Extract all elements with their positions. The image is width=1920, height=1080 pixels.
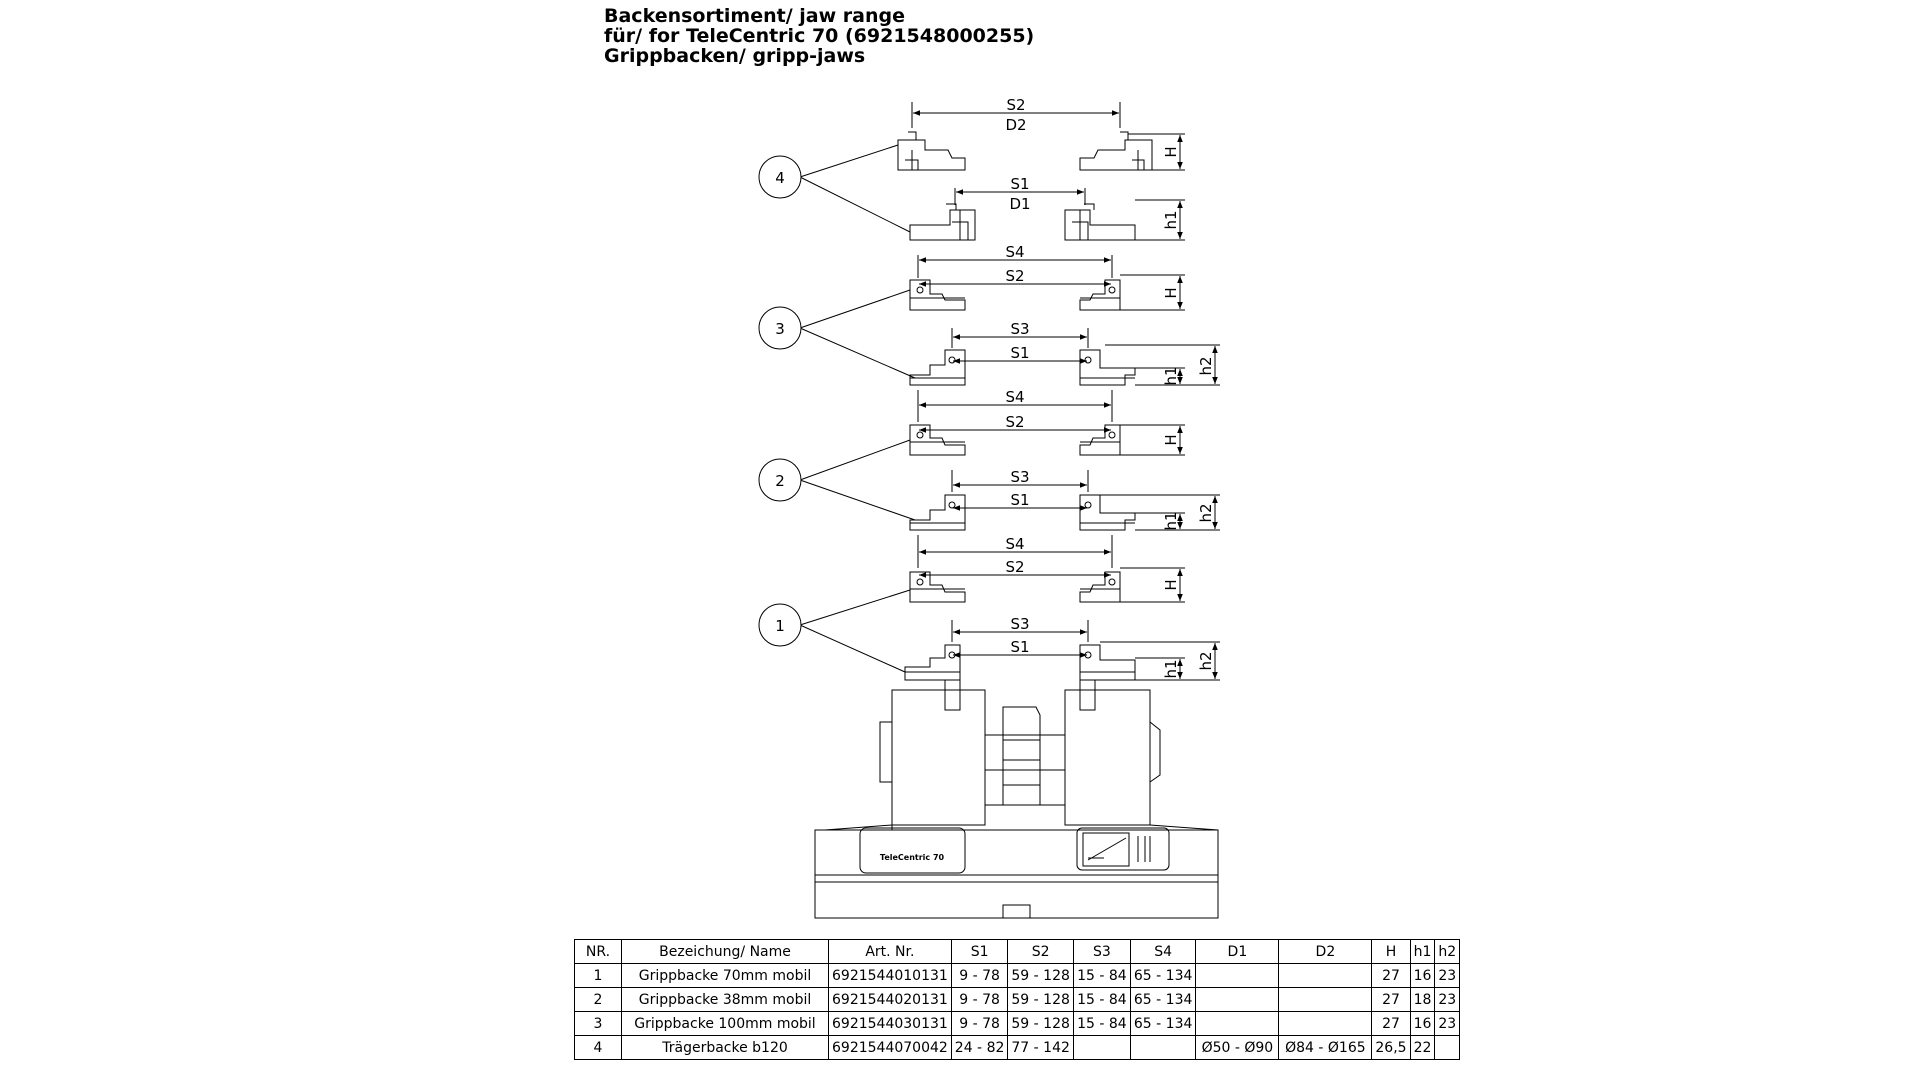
table-row: 1 Grippbacke 70mm mobil 6921544010131 9 … [574,963,1461,988]
dim-label-d1: D1 [1009,195,1030,213]
dim-label-s1: S1 [1010,175,1029,193]
dim-label-s2: S2 [1005,558,1024,576]
vertical-dimension-labels: H h1 H h1 h2 H h1 h2 H h1 h2 [1162,146,1215,678]
extension-lines [1100,133,1220,681]
dim-label-h2: h2 [1197,356,1215,375]
jaw-4-upper-left [897,131,966,171]
vise-icon-plate [1076,827,1170,871]
col-nr: NR. [574,939,622,964]
dim-label-h: H [1162,434,1180,445]
col-s1: S1 [950,939,1009,964]
dim-label-s4: S4 [1005,243,1024,261]
svg-text:1: 1 [775,617,785,635]
vertical-dims [1177,135,1218,679]
jaw-2-lower-left [909,494,966,531]
dim-label-h: H [1162,579,1180,590]
dim-label-s2: S2 [1006,96,1025,114]
vise-nameplate [859,827,966,874]
dim-label-s3: S3 [1010,468,1029,486]
jaw-3-lower-left [909,349,966,386]
dim-label-s3: S3 [1010,615,1029,633]
dim-label-h1: h1 [1162,210,1180,229]
jaw-4-lower-left [909,203,976,241]
dim-label-h2: h2 [1197,503,1215,522]
dim-label-s1: S1 [1010,344,1029,362]
col-h2: h2 [1434,939,1461,964]
jaw-4-lower-right [1064,203,1136,241]
dim-label-h: H [1162,287,1180,298]
svg-text:4: 4 [775,169,785,187]
jaw-range-table: NR. Bezeichung/ Name Art. Nr. S1 S2 S3 S… [574,939,1461,1060]
callout-3: 3 [758,306,802,350]
dimension-labels: S2 D2 S1 D1 S4 S2 S3 S1 S4 S2 S3 S1 S4 S… [1005,96,1030,656]
title-line-3: Grippbacken/ gripp-jaws [604,45,866,67]
title-line-1: Backensortiment/ jaw range [604,5,905,27]
horizontal-dims [913,110,1119,658]
title-line-2: für/ for TeleCentric 70 (6921548000255) [604,25,1035,47]
svg-text:2: 2 [775,472,785,490]
vise-body [814,680,1219,919]
col-s4: S4 [1129,939,1197,964]
callout-1: 1 [758,603,802,647]
col-s2: S2 [1007,939,1074,964]
dim-label-h1: h1 [1162,659,1180,678]
col-d1: D1 [1195,939,1280,964]
jaw-1-lower-right [1079,644,1136,681]
dim-label-s1: S1 [1010,491,1029,509]
dim-label-h1: h1 [1162,511,1180,530]
jaw-2-lower-right [1079,494,1136,531]
table-row: 3 Grippbacke 100mm mobil 6921544030131 9… [574,1011,1461,1036]
col-art-nr: Art. Nr. [828,939,952,964]
vise-nameplate-label: TeleCentric 70 [880,853,945,862]
dim-label-s1: S1 [1010,638,1029,656]
table-header-row: NR. Bezeichung/ Name Art. Nr. S1 S2 S3 S… [574,939,1461,964]
dim-label-d2: D2 [1005,116,1026,134]
jaw-1-upper-right [1079,571,1121,603]
dim-label-s2: S2 [1005,267,1024,285]
dim-label-h2: h2 [1197,651,1215,670]
col-h: H [1371,939,1411,964]
col-name: Bezeichung/ Name [621,939,829,964]
jaw-1-lower-left [904,644,961,681]
col-h1: h1 [1409,939,1436,964]
dim-label-s4: S4 [1005,388,1024,406]
witness-lines [911,102,1121,642]
dim-label-s2: S2 [1005,413,1024,431]
col-s3: S3 [1072,939,1131,964]
drawing-title: Backensortiment/ jaw range für/ for Tele… [604,6,1034,66]
svg-text:3: 3 [775,320,785,338]
callout-2: 2 [758,458,802,502]
jaw-4-upper-right [1079,131,1153,171]
dim-label-s4: S4 [1005,535,1024,553]
dim-label-s3: S3 [1010,320,1029,338]
col-d2: D2 [1278,939,1373,964]
table-row: 2 Grippbacke 38mm mobil 6921544020131 9 … [574,987,1461,1012]
table-row: 4 Trägerbacke b120 6921544070042 24 - 82… [574,1035,1461,1060]
dim-label-h: H [1162,146,1180,157]
callout-leaders [799,144,916,673]
jaw-1-upper-left [909,571,966,603]
jaw-group-4 [897,131,1153,241]
jaw-3-lower-right [1079,349,1136,386]
callout-4: 4 [758,155,802,199]
dim-label-h1: h1 [1162,366,1180,385]
